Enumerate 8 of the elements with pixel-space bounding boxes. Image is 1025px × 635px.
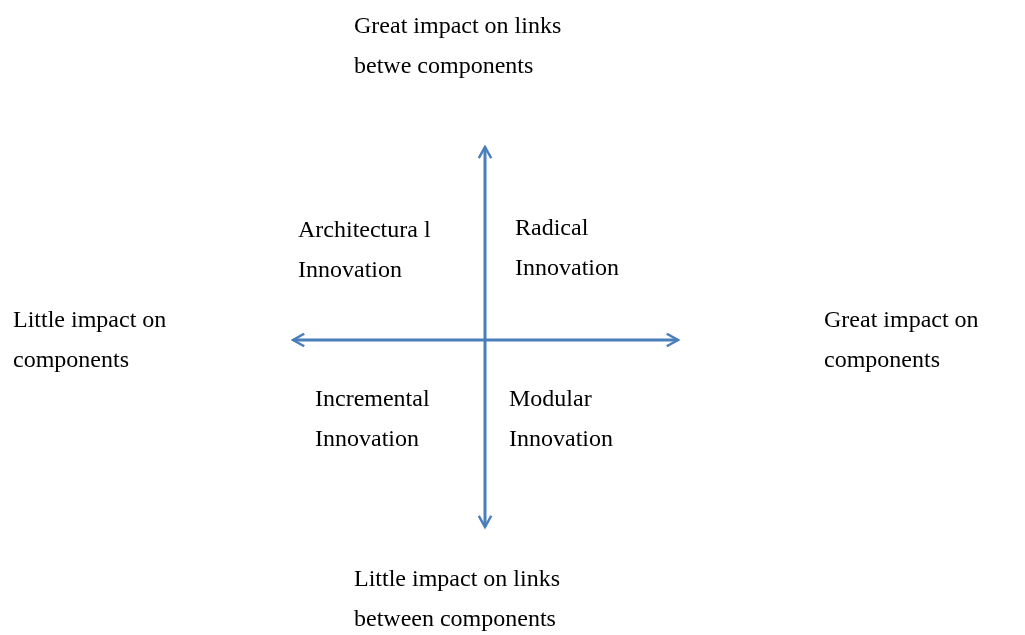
axis-label: Little impact on links between components — [354, 564, 561, 633]
quadrant-label: Modular Innovation — [509, 384, 614, 453]
quadrant-label: Incremental Innovation — [315, 384, 431, 453]
quadrant-label: Architectura l Innovation — [298, 215, 432, 284]
axis-label: Great impact on links betwe components — [354, 11, 563, 80]
axis-label: Little impact on components — [13, 305, 168, 374]
axis-label: Great impact on components — [824, 305, 980, 374]
quadrant-label: Radical Innovation — [515, 213, 620, 282]
